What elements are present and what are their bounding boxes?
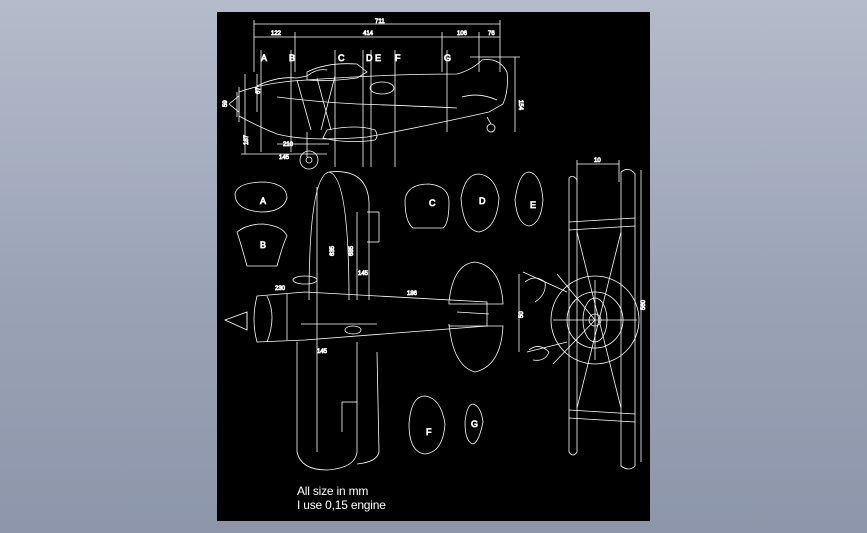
section-label-d: D	[479, 196, 486, 206]
cad-drawing-sheet: 711 122 414 106 76 187 154 67 59 145 210…	[217, 12, 650, 521]
dim-wing-root: 145	[317, 349, 328, 355]
section-label-c-side: C	[338, 53, 345, 63]
section-label-g: G	[471, 419, 478, 429]
dim-d3: 106	[457, 31, 468, 37]
section-label-a: A	[260, 196, 266, 206]
section-label-e-side: E	[375, 53, 381, 63]
dim-height-right: 154	[517, 100, 523, 111]
drawing-notes: All size in mm I use 0,15 engine	[297, 484, 386, 512]
dim-nose-height: 59	[223, 100, 229, 107]
dim-d2: 414	[363, 31, 374, 37]
dim-height-left: 187	[244, 134, 250, 145]
section-label-c: C	[429, 198, 436, 208]
dim-d1: 122	[271, 31, 282, 37]
section-label-f: F	[426, 427, 432, 437]
section-label-f-side: F	[395, 53, 401, 63]
section-label-e: E	[530, 200, 536, 210]
dim-wing-span-a: 635	[330, 245, 336, 256]
dim-d4: 76	[488, 31, 495, 37]
section-label-a-side: A	[261, 53, 267, 63]
dim-front-span: 560	[641, 299, 647, 310]
cross-sections	[234, 171, 544, 455]
dim-nose: 230	[275, 286, 286, 292]
dim-wing-span-b: 685	[349, 245, 355, 256]
section-label-b-side: B	[289, 53, 295, 63]
section-label-d-side: D	[366, 53, 373, 63]
section-label-g-side: G	[444, 53, 451, 63]
dim-overall: 711	[375, 19, 385, 25]
dim-front-height: 50	[519, 311, 525, 318]
note-engine: I use 0,15 engine	[297, 498, 386, 512]
top-view	[223, 171, 504, 471]
biplane-blueprint: 711 122 414 106 76 187 154 67 59 145 210…	[223, 19, 647, 471]
dim-fus-len: 186	[407, 291, 418, 297]
dim-gear: 210	[283, 142, 294, 148]
dimension-lines-top	[236, 20, 520, 155]
dim-small-height: 67	[256, 87, 262, 94]
side-view	[228, 50, 508, 170]
front-view	[518, 160, 642, 470]
dim-tail-len: 145	[358, 271, 369, 277]
dim-wheel: 145	[279, 155, 290, 161]
section-label-b: B	[260, 240, 266, 250]
dim-front-top: 10	[594, 158, 601, 164]
note-units: All size in mm	[297, 484, 369, 498]
